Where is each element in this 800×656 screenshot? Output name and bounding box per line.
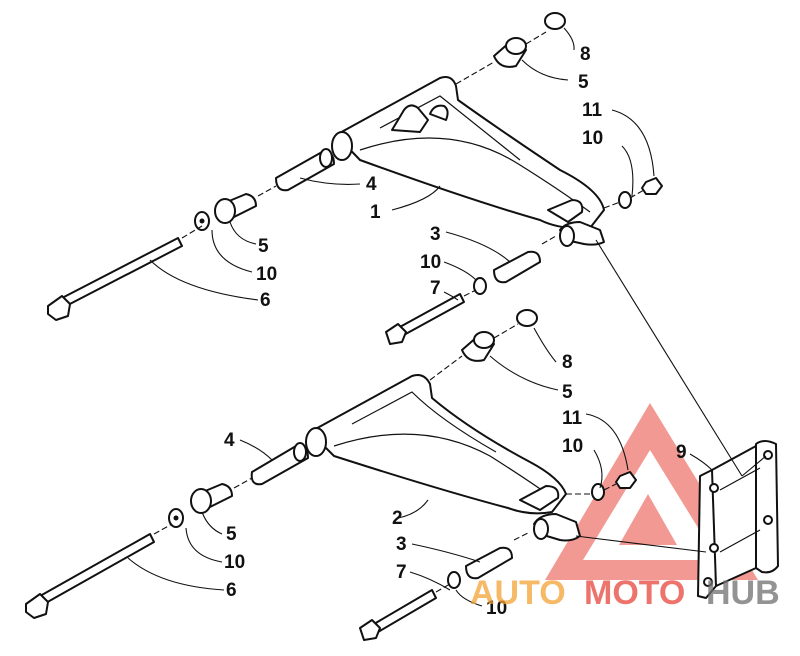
upper-nut-11 <box>641 177 663 195</box>
lower-bushing-flange <box>190 488 212 514</box>
callout-5-lower-left: 5 <box>226 524 237 545</box>
callout-leaders <box>127 27 713 607</box>
upper-a-arm-assembly <box>47 12 663 345</box>
callout-3-upper: 3 <box>430 224 441 245</box>
watermark-hub: HUB <box>706 574 780 612</box>
callout-10-upper-right: 10 <box>582 128 603 149</box>
watermark-auto: AUTO <box>470 574 566 612</box>
watermark-moto: MOTO <box>584 574 685 612</box>
upper-sleeve-3 <box>493 250 541 284</box>
lower-washer-left-hole <box>173 515 179 521</box>
upper-bushing-right-flange <box>505 37 527 55</box>
callout-10-lower-mid: 10 <box>486 598 507 619</box>
callout-1: 1 <box>370 202 381 223</box>
callout-labels: 8 5 11 10 4 1 5 10 6 3 10 7 8 5 11 10 9 … <box>224 44 687 619</box>
callout-2: 2 <box>392 508 403 529</box>
lower-sleeve-3 <box>465 546 513 580</box>
callout-7-upper: 7 <box>430 278 441 299</box>
callout-8-upper: 8 <box>580 44 591 65</box>
upper-washer-10 <box>473 277 487 295</box>
lower-bushing-right-flange <box>473 331 495 349</box>
lower-nut-11 <box>615 471 637 489</box>
lower-washer-10 <box>447 571 461 589</box>
lower-long-bolt-head <box>25 593 49 619</box>
upper-washer-right <box>618 191 632 209</box>
callout-9: 9 <box>676 442 687 463</box>
callout-7-lower: 7 <box>396 562 407 583</box>
lower-washer-right <box>591 483 605 501</box>
callout-10-upper-left: 10 <box>256 264 277 285</box>
callout-6-lower: 6 <box>226 580 237 601</box>
lower-short-bolt <box>373 589 437 633</box>
upper-short-bolt <box>397 293 465 337</box>
upper-long-bolt-head <box>47 295 71 321</box>
lower-sleeve-end <box>293 442 307 462</box>
lower-a-arm <box>305 374 581 542</box>
callout-10-lower-right: 10 <box>562 436 583 457</box>
upper-sleeve-end <box>319 148 333 168</box>
mounting-bracket <box>697 440 779 599</box>
lower-long-bolt <box>39 533 155 605</box>
callout-3-lower: 3 <box>396 534 407 555</box>
callout-5-lower-right: 5 <box>562 382 573 403</box>
lower-a-arm-assembly <box>25 309 637 641</box>
lower-cap-8 <box>516 309 538 327</box>
callout-11-lower: 11 <box>562 408 583 429</box>
upper-washer-left-hole <box>199 218 205 224</box>
upper-cap-8 <box>544 12 566 30</box>
callout-4-upper: 4 <box>366 174 377 195</box>
callout-11-upper: 11 <box>582 100 603 121</box>
callout-6-upper: 6 <box>260 290 271 311</box>
callout-8-lower: 8 <box>562 352 573 373</box>
lower-short-bolt-head <box>359 619 381 641</box>
upper-a-arm <box>331 76 605 247</box>
upper-short-bolt-head <box>385 323 407 345</box>
callout-4-lower: 4 <box>224 430 235 451</box>
callout-10-lower-left: 10 <box>224 552 245 573</box>
upper-bushing-flange <box>214 198 236 224</box>
upper-long-bolt <box>61 237 183 307</box>
callout-10-upper-mid: 10 <box>420 252 441 273</box>
watermark-wordmark: AUTO MOTO HUB <box>470 574 780 612</box>
callout-5-upper-right: 5 <box>578 72 589 93</box>
callout-5-upper-left: 5 <box>258 236 269 257</box>
